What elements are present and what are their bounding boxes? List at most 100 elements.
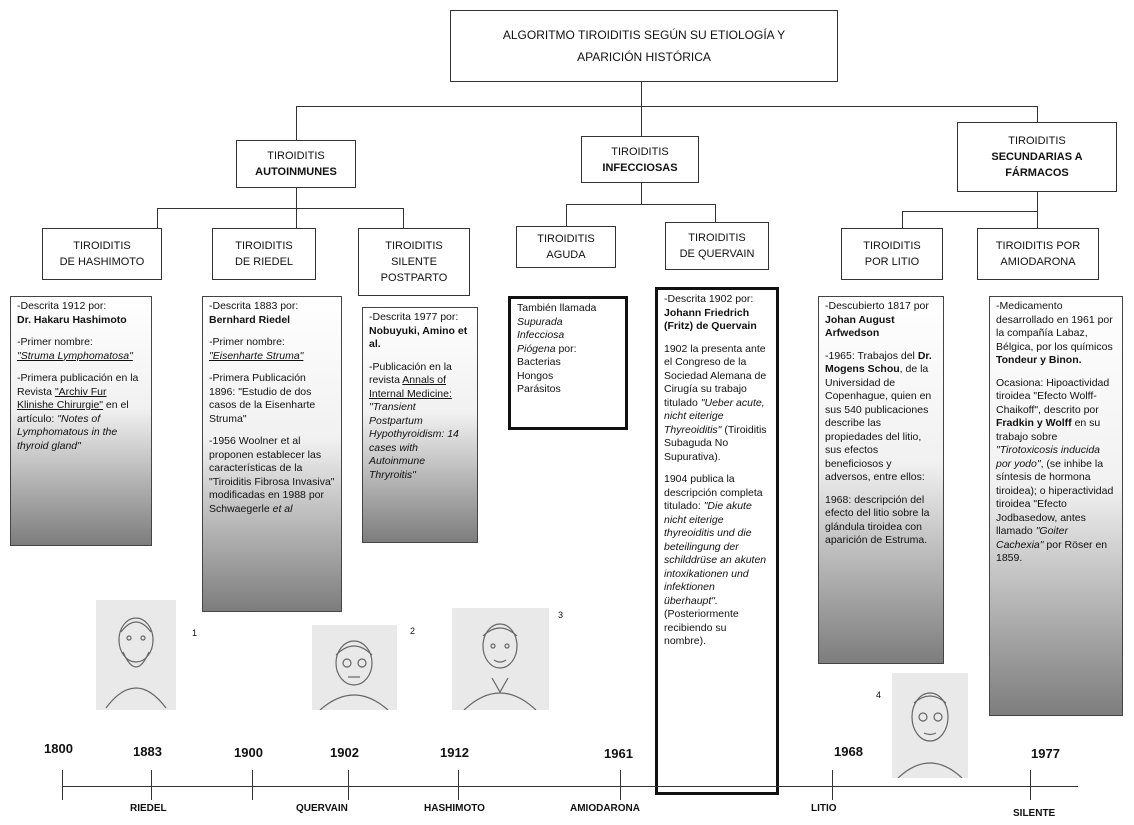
amiodarona-roser: por Röser en 1859. xyxy=(996,538,1108,565)
detail-silente: -Descrita 1977 por: Nobuyuki, Amino et a… xyxy=(362,307,478,543)
timeline-tick-1977 xyxy=(1030,770,1031,800)
detail-hashimoto: -Descrita 1912 por: Dr. Hakaru Hashimoto… xyxy=(10,296,152,546)
connector-autoinmunes xyxy=(296,106,297,140)
riedel-first-name: "Eisenharte Struma" xyxy=(209,349,304,362)
amiodarona-work-title: "Tirotoxicosis inducida por yodo" xyxy=(996,444,1101,470)
amiodarona-chemists: Tondeur y Binon. xyxy=(996,354,1082,366)
timeline-year-1883: 1883 xyxy=(133,744,162,759)
category-autoinmunes: TIROIDITIS AUTOINMUNES xyxy=(236,140,356,188)
hashimoto-publication-text: -Primera publicación en la Revista xyxy=(17,372,139,398)
timeline-axis xyxy=(62,786,1078,787)
timeline-year-1900: 1900 xyxy=(234,745,263,760)
auto-drop-riedel xyxy=(296,208,297,228)
timeline-tick-1912 xyxy=(458,770,459,800)
amiodarona-work-label: en su trabajo sobre xyxy=(996,417,1101,443)
amiodarona-effect-rest: , (se inhibe la síntesis de hormona tiro… xyxy=(996,457,1114,538)
hashimoto-first-name-label: -Primer nombre: xyxy=(17,336,93,348)
aguda-por-label: por: xyxy=(555,342,577,355)
inf-drop-quervain xyxy=(715,204,716,222)
hashimoto-described-text: -Descrita 1912 por: xyxy=(17,300,107,312)
timeline-tick-1902 xyxy=(348,770,349,800)
riedel-1956-text: -1956 Woolner et al proponen establecer … xyxy=(209,435,335,515)
amiodarona-effect-text: Ocasiona: Hipoactividad tiroidea "Efecto… xyxy=(996,376,1110,416)
subtype-litio-line2: POR LITIO xyxy=(864,256,920,268)
aguda-cause-hongos: Hongos xyxy=(517,369,554,382)
subtype-silente-line2: SILENTE xyxy=(391,256,437,268)
timeline-year-1977: 1977 xyxy=(1031,746,1060,761)
litio-1965-rest: , de la Universidad de Copenhague, quien… xyxy=(825,363,932,483)
aguda-cause-parasitos: Parásitos xyxy=(517,383,561,395)
category-farmacos-line3: FÁRMACOS xyxy=(1005,167,1069,179)
litio-1965-text: -1965: Trabajos del xyxy=(825,349,918,362)
timeline-event-silente: SILENTE xyxy=(1013,808,1056,819)
quervain-1902-text: 1902 la presenta ante el Congreso de la … xyxy=(664,342,767,409)
amiodarona-goiter: "Goiter Cachexia" xyxy=(996,525,1069,551)
subtype-amiodarona-line1: TIROIDITIS POR xyxy=(995,240,1081,252)
silente-described-text: -Descrita 1977 por: xyxy=(369,311,459,323)
silente-journal: Annals of Internal Medicine: xyxy=(369,374,452,400)
category-autoinmunes-line2: AUTOINMUNES xyxy=(255,166,337,178)
subtype-silente: TIROIDITIS SILENTE POSTPARTO xyxy=(358,228,470,296)
auto-bar xyxy=(157,208,404,209)
timeline-event-hashimoto: HASHIMOTO xyxy=(424,803,485,814)
timeline-year-1968: 1968 xyxy=(834,744,863,759)
diagram-title-box: ALGORITMO TIROIDITIS SEGÚN SU ETIOLOGÍA … xyxy=(450,10,838,82)
timeline-year-1800: 1800 xyxy=(44,741,73,756)
subtype-amiodarona-line2: AMIODARONA xyxy=(1000,256,1076,268)
farm-drop-litio xyxy=(902,211,903,228)
quervain-1902-title: "Ueber acute, nicht eiterige Thyreoiditi… xyxy=(664,396,765,436)
portrait-riedel-label: 1 xyxy=(192,628,198,638)
quervain-author: Johann Friedrich (Fritz) de Quervain xyxy=(664,306,757,333)
auto-drop-silente xyxy=(403,208,404,228)
aguda-name-infecciosa: Infecciosa xyxy=(517,329,565,341)
riedel-described-text: -Descrita 1883 por: xyxy=(209,300,299,312)
subtype-aguda: TIROIDITIS AGUDA xyxy=(516,226,616,268)
category-farmacos-line1: TIROIDITIS xyxy=(1008,135,1066,147)
timeline-event-quervain: QUERVAIN xyxy=(296,803,348,814)
inf-stem xyxy=(641,183,642,204)
timeline-event-riedel: RIEDEL xyxy=(130,803,167,814)
riedel-first-publication: -Primera Publicación 1896: "Estudio de d… xyxy=(209,372,316,425)
hashimoto-article-label: en el artículo: xyxy=(17,399,129,425)
diagram-title-line2: APARICIÓN HISTÓRICA xyxy=(577,50,711,64)
timeline-event-litio: LITIO xyxy=(811,803,837,814)
portrait-schou-icon xyxy=(892,673,968,778)
aguda-name-piogena: Piógena xyxy=(517,342,556,355)
detail-aguda: También llamada Supurada Infecciosa Pióg… xyxy=(508,296,628,430)
category-farmacos-line2: SECUNDARIAS A xyxy=(991,151,1083,163)
litio-1968-text: 1968: descripción del efecto del litio s… xyxy=(825,493,930,547)
inf-drop-aguda xyxy=(566,204,567,226)
portrait-hashimoto-icon xyxy=(452,608,549,710)
amiodarona-developed-text: -Medicamento desarrollado en 1961 por la… xyxy=(996,300,1113,353)
portrait-hashimoto-label: 3 xyxy=(558,610,564,620)
category-bar xyxy=(296,106,1038,107)
subtype-quervain-line1: TIROIDITIS xyxy=(688,232,746,244)
subtype-riedel-line1: TIROIDITIS xyxy=(235,240,293,252)
portrait-riedel-icon xyxy=(96,600,176,710)
silente-article-title: "Transient Postpartum Hypothyroidism: 14… xyxy=(369,401,459,481)
timeline-event-amiodarona: AMIODARONA xyxy=(570,803,640,814)
farm-bar xyxy=(902,211,1038,212)
hashimoto-first-name: "Struma Lymphomatosa" xyxy=(17,349,133,362)
subtype-riedel: TIROIDITIS DE RIEDEL xyxy=(212,228,316,280)
detail-quervain: -Descrita 1902 por: Johann Friedrich (Fr… xyxy=(655,287,779,795)
timeline-year-1912: 1912 xyxy=(440,745,469,760)
timeline-tick-1883 xyxy=(151,770,152,800)
category-farmacos: TIROIDITIS SECUNDARIAS A FÁRMACOS xyxy=(957,122,1117,192)
aguda-name-supurada: Supurada xyxy=(517,315,563,328)
riedel-first-name-label: -Primer nombre: xyxy=(209,336,285,348)
silente-publication-text: -Publicación en la revista xyxy=(369,360,452,387)
subtype-amiodarona: TIROIDITIS POR AMIODARONA xyxy=(977,228,1099,280)
timeline-tick-1900 xyxy=(252,770,253,800)
subtype-litio-line1: TIROIDITIS xyxy=(863,240,921,252)
subtype-hashimoto: TIROIDITIS DE HASHIMOTO xyxy=(42,228,162,280)
timeline-tick-1961 xyxy=(620,770,621,800)
litio-discoverer: Johan August Arfwedson xyxy=(825,313,895,340)
farm-stem xyxy=(1037,192,1038,211)
connector-farmacos xyxy=(1037,106,1038,122)
subtype-quervain-line2: DE QUERVAIN xyxy=(679,248,755,260)
aguda-cause-bacterias: Bacterias xyxy=(517,356,561,368)
timeline-tick-1800 xyxy=(62,770,63,800)
inf-bar xyxy=(566,204,716,205)
timeline-year-1902: 1902 xyxy=(330,745,359,760)
